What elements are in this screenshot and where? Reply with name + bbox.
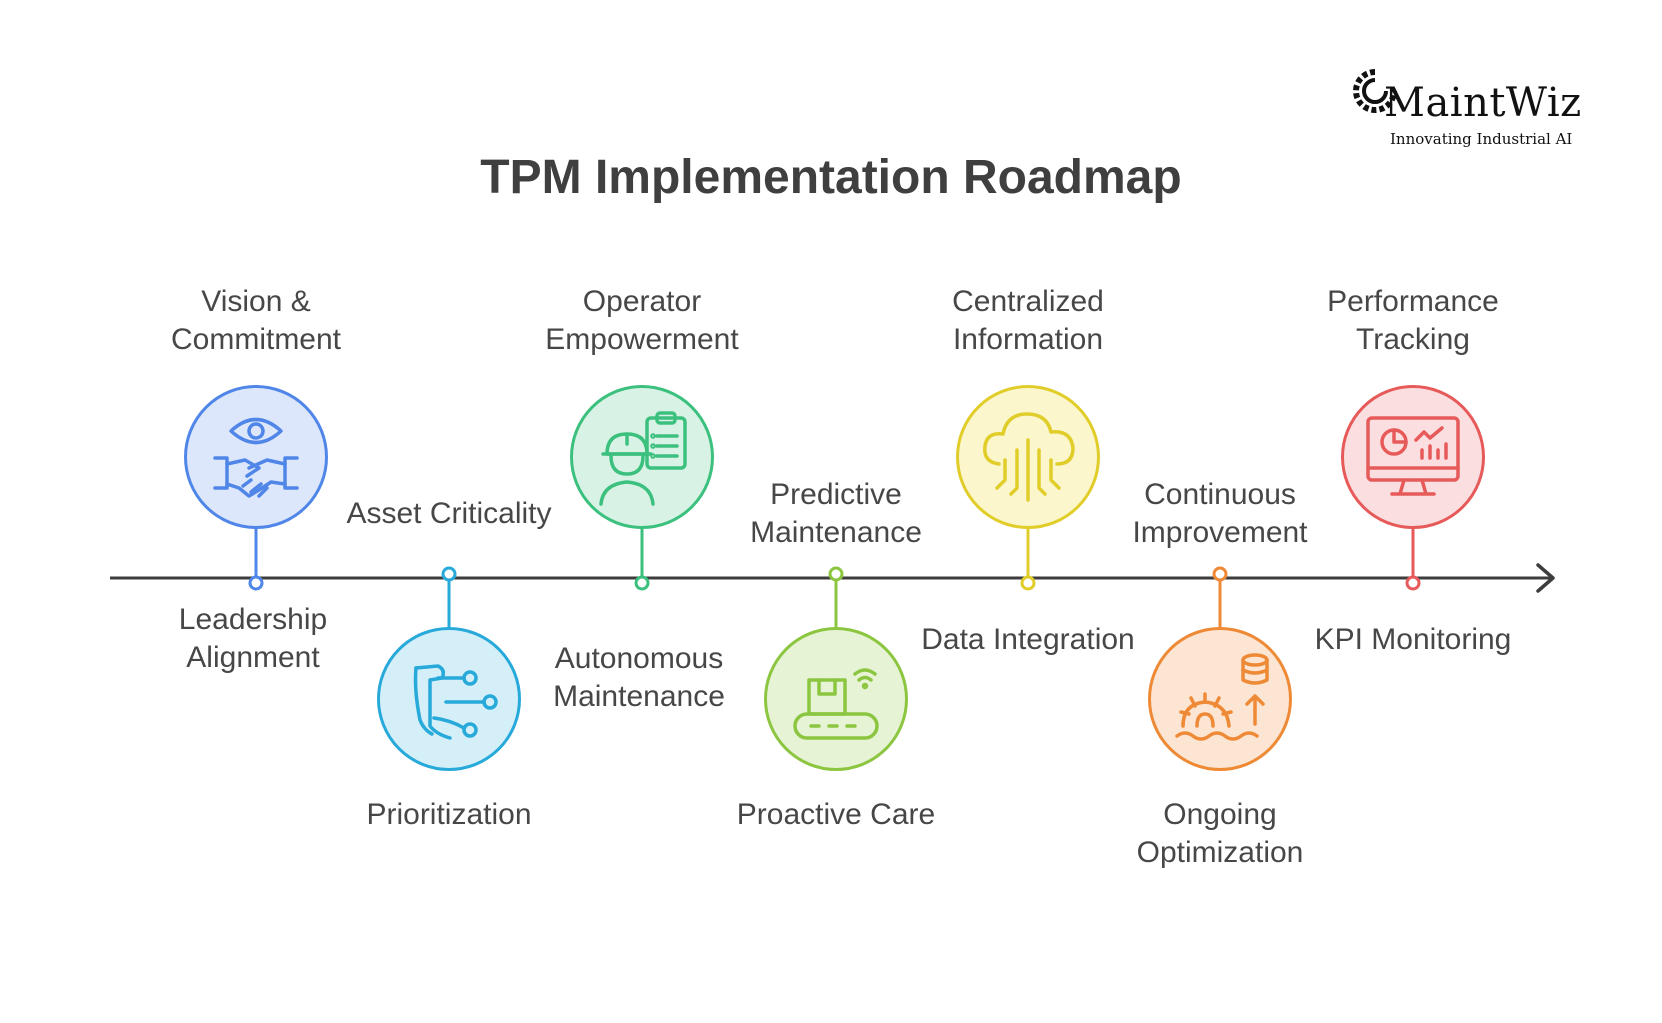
stage-circle — [377, 627, 521, 771]
handshake-eye-icon — [213, 417, 299, 498]
stage-bottom-label: Proactive Care — [736, 798, 936, 831]
stage-dot-performance — [1405, 575, 1421, 591]
stage-bottom-label: Data Integration — [921, 623, 1135, 656]
page-title: TPM Implementation Roadmap — [480, 151, 1182, 204]
stage-top-label: Centralized Information — [952, 285, 1104, 356]
stage-bottom-label: Ongoing Optimization — [1136, 798, 1304, 869]
stage-top-label: Operator Empowerment — [545, 285, 739, 356]
stage-dot-predictive — [828, 566, 844, 582]
stage-top-label: Asset Criticality — [346, 497, 552, 530]
stage-circle — [570, 385, 714, 529]
cloud-circuit-icon — [983, 412, 1075, 502]
stage-bottom-label: Leadership Alignment — [178, 603, 328, 674]
stage-bottom-label: Autonomous Maintenance — [553, 642, 725, 713]
stage-bottom-label: KPI Monitoring — [1314, 623, 1512, 656]
worker-checklist-icon — [599, 411, 687, 506]
stage-top-label: Performance Tracking — [1327, 285, 1499, 356]
stage-dot-vision — [248, 575, 264, 591]
brand-logo: MaintWiz Innovating Industrial AI — [1352, 62, 1612, 152]
stage-top-label: Continuous Improvement — [1132, 478, 1308, 549]
stage-circle — [1148, 627, 1292, 771]
logo-name: MaintWiz — [1384, 80, 1582, 126]
stage-circle — [956, 385, 1100, 529]
stage-dot-asset — [441, 566, 457, 582]
stage-circle — [184, 385, 328, 529]
stage-dot-continuous — [1212, 566, 1228, 582]
stage-top-label: Vision & Commitment — [170, 285, 342, 356]
dashboard-monitor-icon — [1366, 416, 1460, 496]
stage-circle — [764, 627, 908, 771]
stage-top-label: Predictive Maintenance — [750, 478, 922, 549]
logo-tagline: Innovating Industrial AI — [1390, 130, 1573, 148]
stage-dot-operator — [634, 575, 650, 591]
conveyor-wireless-icon — [793, 668, 879, 740]
branching-process-icon — [413, 664, 498, 740]
stage-circle — [1341, 385, 1485, 529]
gear-database-icon — [1175, 653, 1269, 741]
stage-bottom-label: Prioritization — [366, 798, 532, 831]
gear-icon — [1353, 69, 1397, 113]
stage-dot-centralized — [1020, 575, 1036, 591]
